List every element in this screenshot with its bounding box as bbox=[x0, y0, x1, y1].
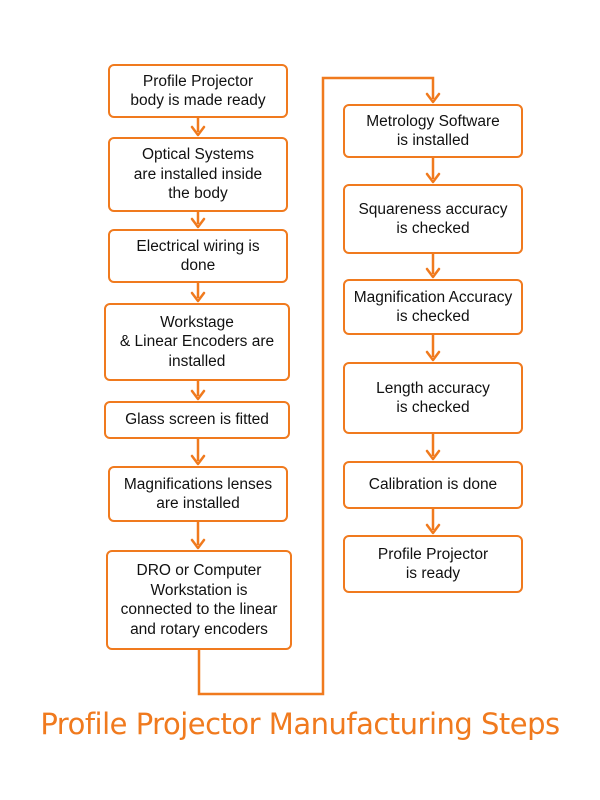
step-3-electrical-wiring: Electrical wiring is done bbox=[108, 229, 288, 283]
step-label: Magnification Accuracy is checked bbox=[353, 288, 513, 326]
arrowhead bbox=[190, 454, 206, 466]
arrowhead bbox=[190, 291, 206, 303]
step-4-workstage-encoders: Workstage & Linear Encoders are installe… bbox=[104, 303, 290, 381]
step-label: DRO or Computer Workstation is connected… bbox=[120, 562, 278, 638]
step-label: Profile Projector body is made ready bbox=[130, 72, 266, 110]
arrowhead bbox=[425, 92, 441, 104]
step-label: Profile Projector is ready bbox=[377, 545, 489, 583]
step-2-optical-systems: Optical Systems are installed inside the… bbox=[108, 137, 288, 212]
arrowhead bbox=[425, 267, 441, 279]
step-label: Metrology Software is installed bbox=[366, 112, 500, 150]
step-label: Calibration is done bbox=[368, 476, 498, 494]
step-label: Electrical wiring is done bbox=[136, 237, 260, 275]
arrow-7-8 bbox=[197, 76, 435, 696]
step-5-glass-screen: Glass screen is fitted bbox=[104, 401, 290, 439]
step-9-squareness-accuracy: Squareness accuracy is checked bbox=[343, 184, 523, 254]
diagram-title: Profile Projector Manufacturing Steps bbox=[40, 707, 560, 741]
step-10-magnification-accuracy: Magnification Accuracy is checked bbox=[343, 279, 523, 335]
step-label: Length accuracy is checked bbox=[376, 379, 490, 417]
step-6-magnification-lenses: Magnifications lenses are installed bbox=[108, 466, 288, 522]
step-label: Squareness accuracy is checked bbox=[358, 200, 508, 238]
step-1-body-ready: Profile Projector body is made ready bbox=[108, 64, 288, 118]
arrowhead bbox=[425, 523, 441, 535]
step-13-projector-ready: Profile Projector is ready bbox=[343, 535, 523, 593]
step-label: Glass screen is fitted bbox=[125, 411, 269, 429]
arrowhead bbox=[425, 172, 441, 184]
arrowhead bbox=[190, 217, 206, 229]
arrowhead bbox=[190, 125, 206, 137]
step-label: Workstage & Linear Encoders are installe… bbox=[119, 313, 275, 370]
step-7-dro-workstation: DRO or Computer Workstation is connected… bbox=[106, 550, 292, 650]
arrowhead bbox=[425, 449, 441, 461]
arrowhead bbox=[190, 389, 206, 401]
step-label: Magnifications lenses are installed bbox=[123, 475, 273, 513]
arrowhead bbox=[425, 350, 441, 362]
step-8-metrology-software: Metrology Software is installed bbox=[343, 104, 523, 158]
step-11-length-accuracy: Length accuracy is checked bbox=[343, 362, 523, 434]
step-12-calibration: Calibration is done bbox=[343, 461, 523, 509]
step-label: Optical Systems are installed inside the… bbox=[133, 146, 263, 203]
arrowhead bbox=[190, 538, 206, 550]
